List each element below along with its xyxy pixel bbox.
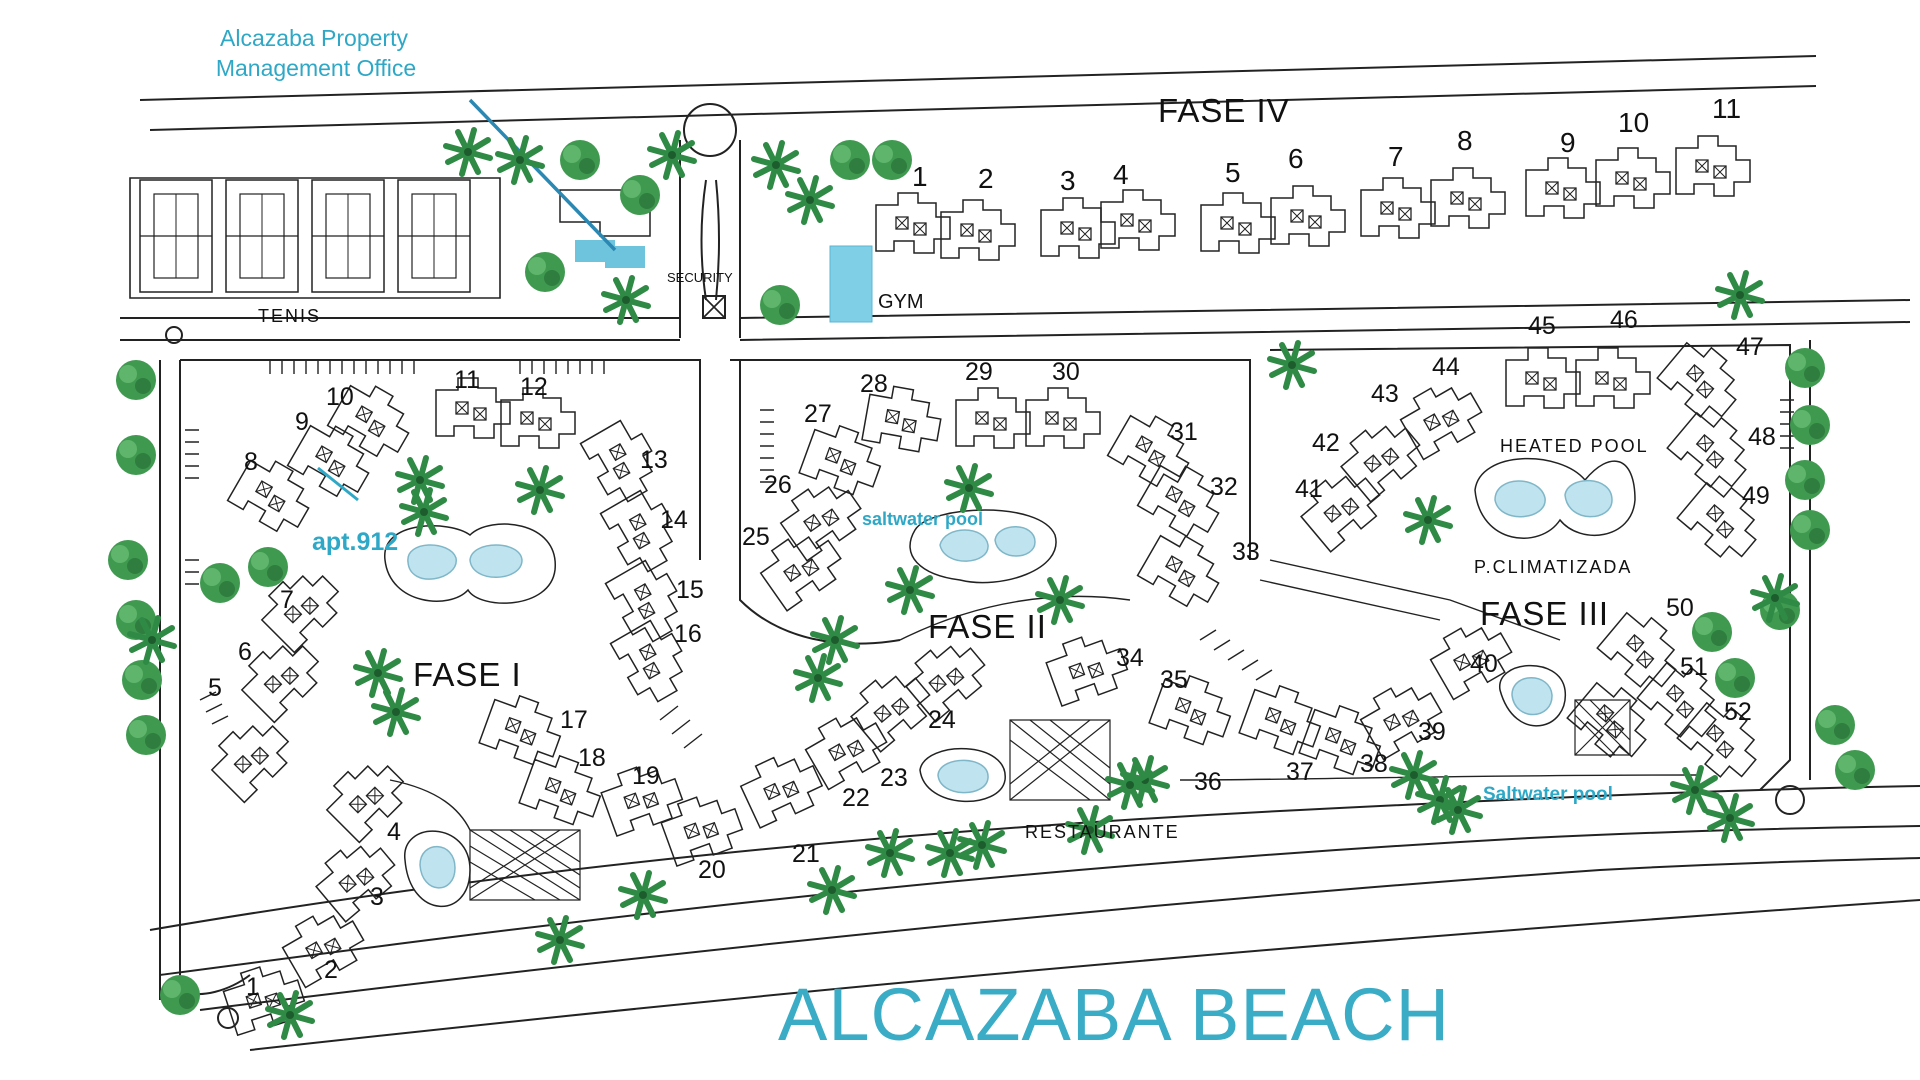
building-21: 21 xyxy=(792,840,820,868)
building-48: 48 xyxy=(1748,423,1776,451)
building-27: 27 xyxy=(804,400,832,428)
pools xyxy=(384,457,1636,907)
fase1-label: FASE I xyxy=(413,656,522,693)
building-42: 42 xyxy=(1312,429,1340,457)
building-12: 12 xyxy=(520,373,548,401)
building-6: 6 xyxy=(238,638,252,666)
apt-912-label: apt.912 xyxy=(312,528,398,556)
walkways xyxy=(389,559,1701,831)
apt-912-pointer xyxy=(317,466,359,502)
building-8: 8 xyxy=(244,448,258,476)
building-18: 18 xyxy=(578,744,606,772)
building-5: 5 xyxy=(208,674,222,702)
building-26: 26 xyxy=(764,471,792,499)
heated-pool-label: HEATED POOL xyxy=(1500,436,1649,456)
f4-building-1: 1 xyxy=(912,161,928,192)
building-25: 25 xyxy=(742,523,770,551)
building-32: 32 xyxy=(1210,473,1238,501)
building-17: 17 xyxy=(560,706,588,734)
fase3-label: FASE III xyxy=(1480,595,1609,632)
beach-title: ALCAZABA BEACH xyxy=(778,973,1450,1056)
building-14: 14 xyxy=(660,506,688,534)
fase4-label: FASE IV xyxy=(1158,92,1290,129)
f4-building-8: 8 xyxy=(1457,125,1473,156)
office-label-line2: Management Office xyxy=(216,55,416,81)
building-9: 9 xyxy=(295,408,309,436)
gym-label: GYM xyxy=(878,291,924,313)
building-22: 22 xyxy=(842,784,870,812)
f4-building-7: 7 xyxy=(1388,141,1404,172)
building-2: 2 xyxy=(324,956,338,984)
building-24: 24 xyxy=(928,706,956,734)
climatizada-label: P.CLIMATIZADA xyxy=(1474,557,1632,577)
f4-building-4: 4 xyxy=(1113,159,1129,190)
building-37: 37 xyxy=(1286,758,1314,786)
building-35: 35 xyxy=(1160,666,1188,694)
building-30: 30 xyxy=(1052,358,1080,386)
building-11: 11 xyxy=(454,366,480,394)
building-4: 4 xyxy=(387,818,401,846)
restaurante-label: RESTAURANTE xyxy=(1025,822,1180,842)
f4-building-9: 9 xyxy=(1560,127,1576,158)
f4-building-2: 2 xyxy=(978,163,994,194)
f4-building-11: 11 xyxy=(1712,93,1741,124)
security-label: SECURITY xyxy=(667,270,733,285)
building-33: 33 xyxy=(1232,538,1260,566)
gym-building xyxy=(829,245,873,323)
building-19: 19 xyxy=(632,762,660,790)
building-3: 3 xyxy=(370,883,384,911)
building-47: 47 xyxy=(1736,333,1764,361)
building-29: 29 xyxy=(965,358,993,386)
building-16: 16 xyxy=(674,620,702,648)
labels: Alcazaba Property Management Office FASE… xyxy=(216,25,1649,1056)
building-13: 13 xyxy=(640,446,668,474)
building-40: 40 xyxy=(1470,650,1498,678)
building-39: 39 xyxy=(1418,718,1446,746)
building-49: 49 xyxy=(1742,482,1770,510)
building-34: 34 xyxy=(1116,644,1144,672)
building-46: 46 xyxy=(1610,306,1638,334)
fase2-label: FASE II xyxy=(928,608,1047,645)
building-numbers: 1 2 3 4 5 6 7 8 9 10 11 12 13 14 15 16 1… xyxy=(208,306,1776,1001)
tenis-label: TENIS xyxy=(258,306,321,326)
f4-building-3: 3 xyxy=(1060,165,1076,196)
fase4-numbers: 1 2 3 4 5 6 7 8 9 10 11 xyxy=(912,93,1741,196)
security-booth-icon xyxy=(702,295,726,319)
building-28: 28 xyxy=(860,370,888,398)
saltwater-pool-label: saltwater pool xyxy=(862,509,983,529)
building-52: 52 xyxy=(1724,698,1752,726)
building-20: 20 xyxy=(698,856,726,884)
office-label-line1: Alcazaba Property xyxy=(220,25,408,51)
building-1: 1 xyxy=(246,973,260,1001)
f4-building-6: 6 xyxy=(1288,143,1304,174)
building-51: 51 xyxy=(1680,653,1708,681)
tennis-courts xyxy=(129,177,501,299)
building-41: 41 xyxy=(1295,475,1323,503)
building-7: 7 xyxy=(280,586,294,614)
building-10: 10 xyxy=(326,383,354,411)
heated-pool xyxy=(1474,457,1636,539)
f4-building-5: 5 xyxy=(1225,157,1241,188)
fase4-buildings xyxy=(875,135,1751,261)
building-31: 31 xyxy=(1170,418,1198,446)
building-43: 43 xyxy=(1371,380,1399,408)
restaurant-structures xyxy=(469,699,1631,901)
building-44: 44 xyxy=(1432,353,1460,381)
building-45: 45 xyxy=(1528,312,1556,340)
building-50: 50 xyxy=(1666,594,1694,622)
building-36: 36 xyxy=(1194,768,1222,796)
saltwater-pool-label-2: Saltwater pool xyxy=(1483,784,1613,805)
building-15: 15 xyxy=(676,576,704,604)
management-office xyxy=(468,98,651,268)
building-23: 23 xyxy=(880,764,908,792)
parking-stalls xyxy=(185,360,1794,749)
f4-building-10: 10 xyxy=(1618,107,1649,138)
building-38: 38 xyxy=(1360,750,1388,778)
